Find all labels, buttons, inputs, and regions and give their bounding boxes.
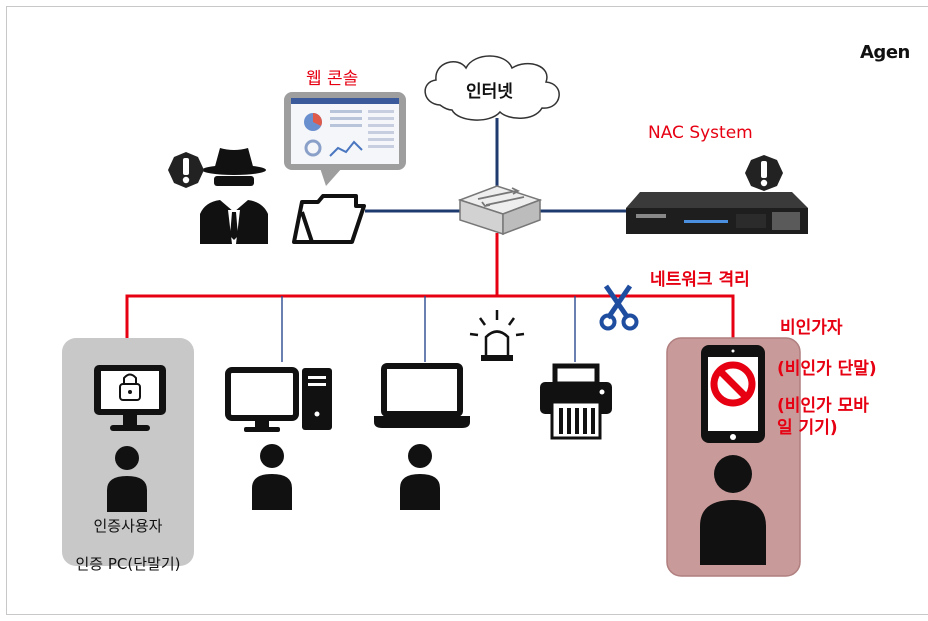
web-console-screen bbox=[284, 92, 406, 186]
desktop-pc-icon bbox=[225, 367, 332, 432]
warning-badge-icon bbox=[745, 155, 783, 191]
cloud-icon bbox=[424, 55, 560, 121]
network-switch-icon bbox=[457, 185, 543, 236]
folder-icon bbox=[292, 194, 366, 244]
internet-label: 인터넷 bbox=[466, 82, 513, 102]
authorized-user-label: 인증사용자 bbox=[93, 517, 163, 535]
scissors-icon bbox=[599, 284, 639, 331]
unauthorized-user-label: 비인가자 bbox=[780, 318, 843, 338]
lock-monitor-icon bbox=[94, 365, 166, 431]
prohibited-icon bbox=[710, 361, 756, 407]
laptop-icon bbox=[374, 363, 470, 428]
warning-badge-icon bbox=[168, 152, 204, 188]
nac-system-label: NAC System bbox=[648, 123, 753, 143]
user-icon bbox=[107, 446, 147, 512]
unauthorized-terminal-label: (비인가 단말) bbox=[777, 359, 877, 379]
user-icon bbox=[252, 444, 292, 510]
web-console-label: 웹 콘솔 bbox=[306, 69, 359, 89]
unauthorized-mobile-label: (비인가 모바일 기기) bbox=[777, 396, 869, 438]
hacker-icon bbox=[200, 148, 268, 244]
alarm-light-icon bbox=[469, 310, 525, 361]
tablet-icon bbox=[701, 345, 765, 443]
user-icon bbox=[400, 444, 440, 510]
network-isolation-label: 네트워크 격리 bbox=[650, 270, 750, 290]
user-icon bbox=[700, 455, 766, 565]
diagram-frame bbox=[6, 6, 928, 615]
printer-icon bbox=[540, 363, 612, 440]
isolated-link-left bbox=[125, 233, 499, 340]
agent-heading: Agen bbox=[860, 42, 910, 63]
nac-appliance-icon bbox=[626, 192, 808, 234]
authorized-pc-label: 인증 PC(단말기) bbox=[75, 555, 181, 573]
